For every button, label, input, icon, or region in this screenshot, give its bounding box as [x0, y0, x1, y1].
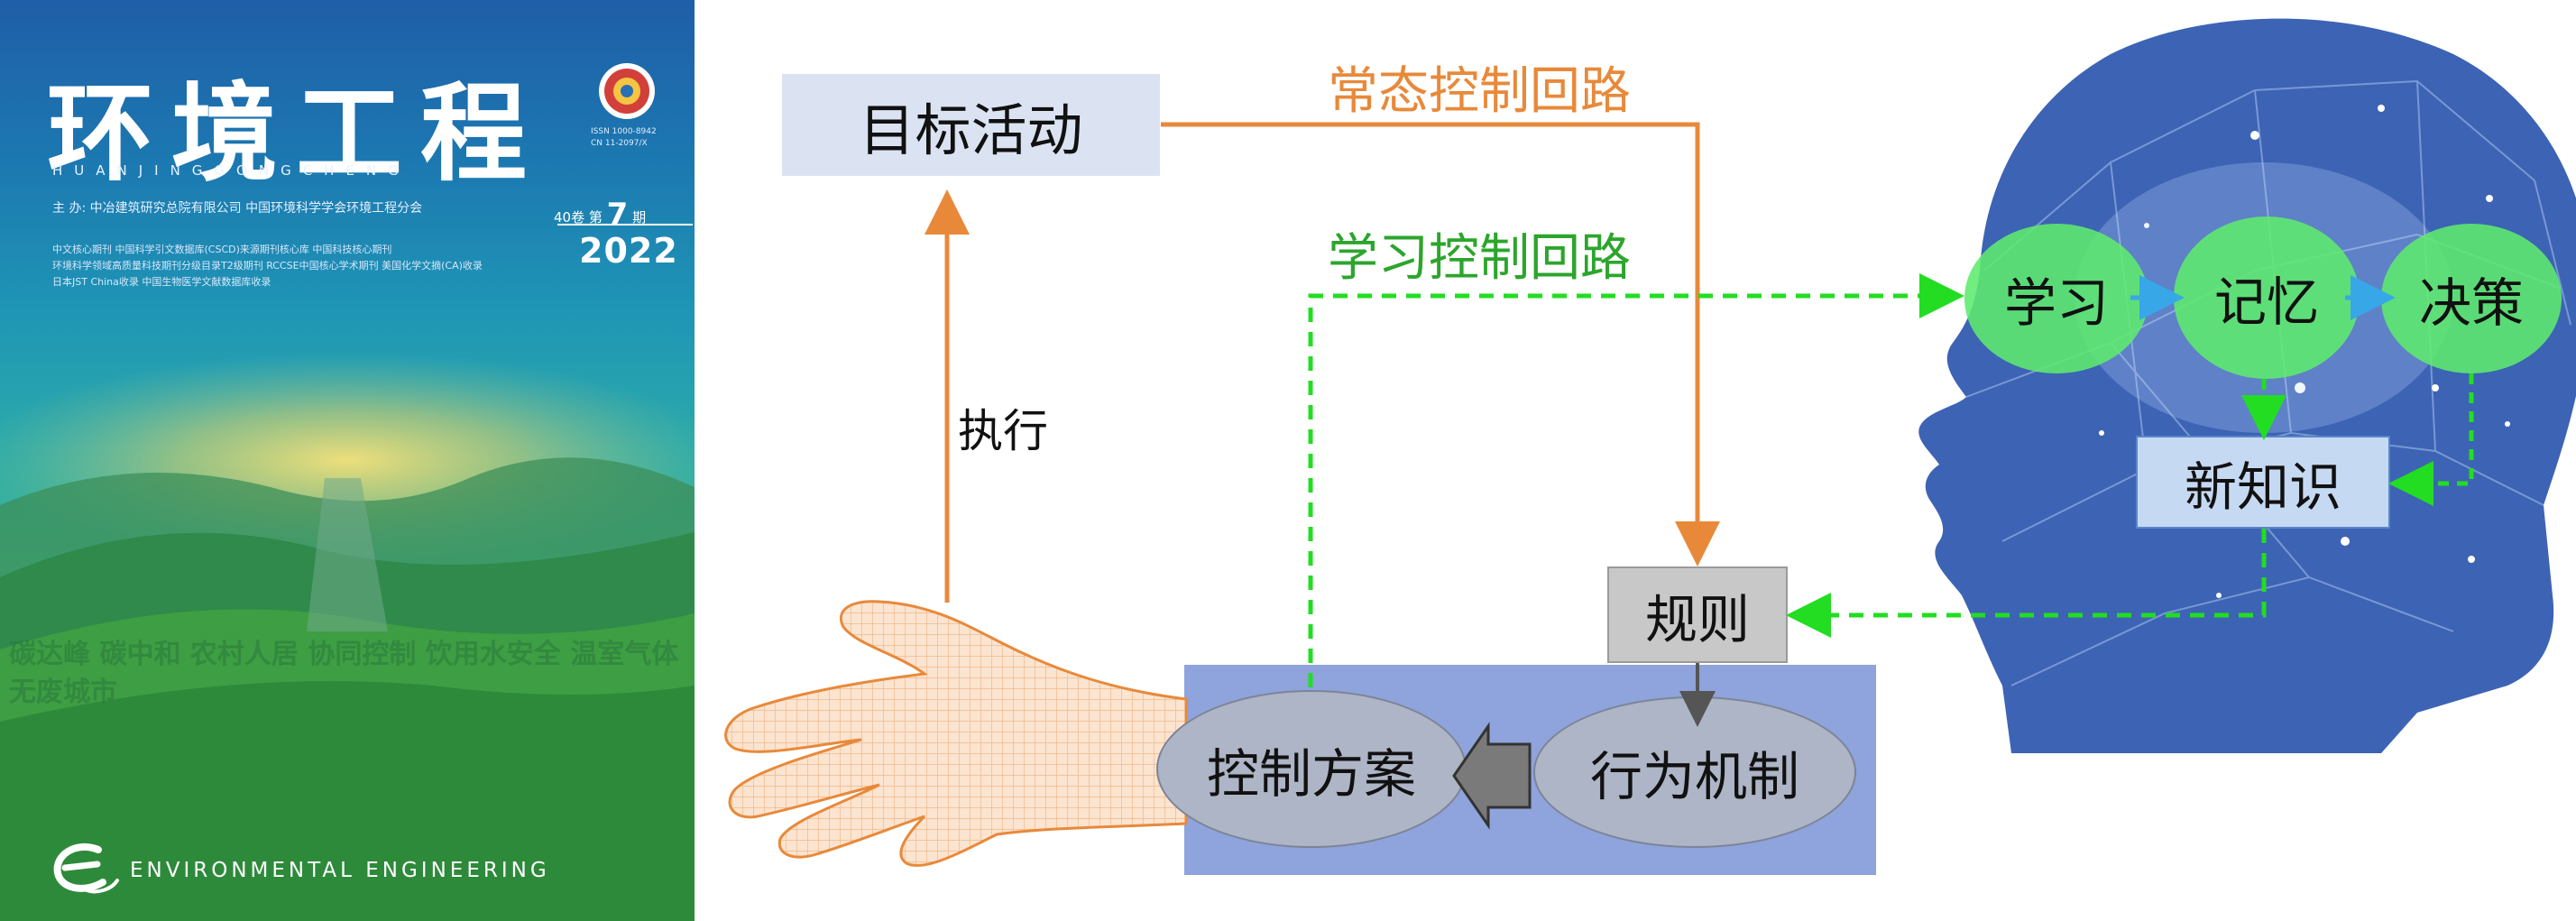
new-knowledge-box: 新知识 [2136, 436, 2390, 529]
issue-number: 7 [607, 197, 629, 233]
behavior-mechanism-node: 行为机制 [1533, 696, 1856, 848]
learning-control-loop-label: 学习控制回路 [1328, 217, 1631, 290]
cover-volume: 40卷 第 7 期 [554, 197, 646, 233]
normal-loop-arrow [1161, 124, 1697, 548]
cn-line: CN 11-2097/X [591, 138, 657, 150]
cover-english-name: ENVIRONMENTAL ENGINEERING [130, 859, 550, 882]
target-activity-box: 目标活动 [782, 74, 1160, 176]
cover-hill-keywords: 碳达峰 碳中和 农村人居 协同控制 饮用水安全 温室气体 无废城市 [9, 636, 695, 712]
journal-emblem-icon [597, 61, 657, 121]
index-line: 日本JST China收录 中国生物医学文献数据库收录 [52, 274, 483, 290]
issn-block: ISSN 1000-8942 CN 11-2097/X [591, 126, 657, 150]
execute-label: 执行 [958, 395, 1048, 460]
control-plan-node: 控制方案 [1156, 690, 1467, 848]
hand-wireframe-illustration [699, 591, 1204, 902]
normal-control-loop-label: 常态控制回路 [1328, 51, 1631, 124]
index-line: 中文核心期刊 中国科学引文数据库(CSCD)来源期刊核心库 中国科技核心期刊 [52, 242, 483, 258]
cover-host: 主 办: 中冶建筑研究总院有限公司 中国环境科学学会环境工程分会 [52, 198, 422, 216]
cover-year: 2022 [579, 231, 678, 271]
cover-index-lines: 中文核心期刊 中国科学引文数据库(CSCD)来源期刊核心库 中国科技核心期刊 环… [52, 242, 483, 290]
learn-node: 学习 [1964, 224, 2148, 373]
e-logo-icon [49, 837, 121, 897]
index-line: 环境科学领域高质量科技期刊分级目录T2级期刊 RCCSE中国核心学术期刊 美国化… [52, 258, 483, 274]
decision-node: 决策 [2381, 224, 2562, 373]
cover-pinyin: HUANJINGGONGCHENG [52, 162, 410, 179]
ai-head-illustration [1876, 0, 2576, 753]
memory-node: 记忆 [2174, 216, 2360, 379]
volume-prefix: 40卷 第 [554, 209, 603, 226]
issue-suffix: 期 [632, 209, 646, 226]
rules-box: 规则 [1607, 566, 1788, 663]
journal-cover: 环境工程 HUANJINGGONGCHENG ISSN 1000-8942 CN… [0, 0, 695, 921]
issn-line: ISSN 1000-8942 [591, 126, 657, 138]
